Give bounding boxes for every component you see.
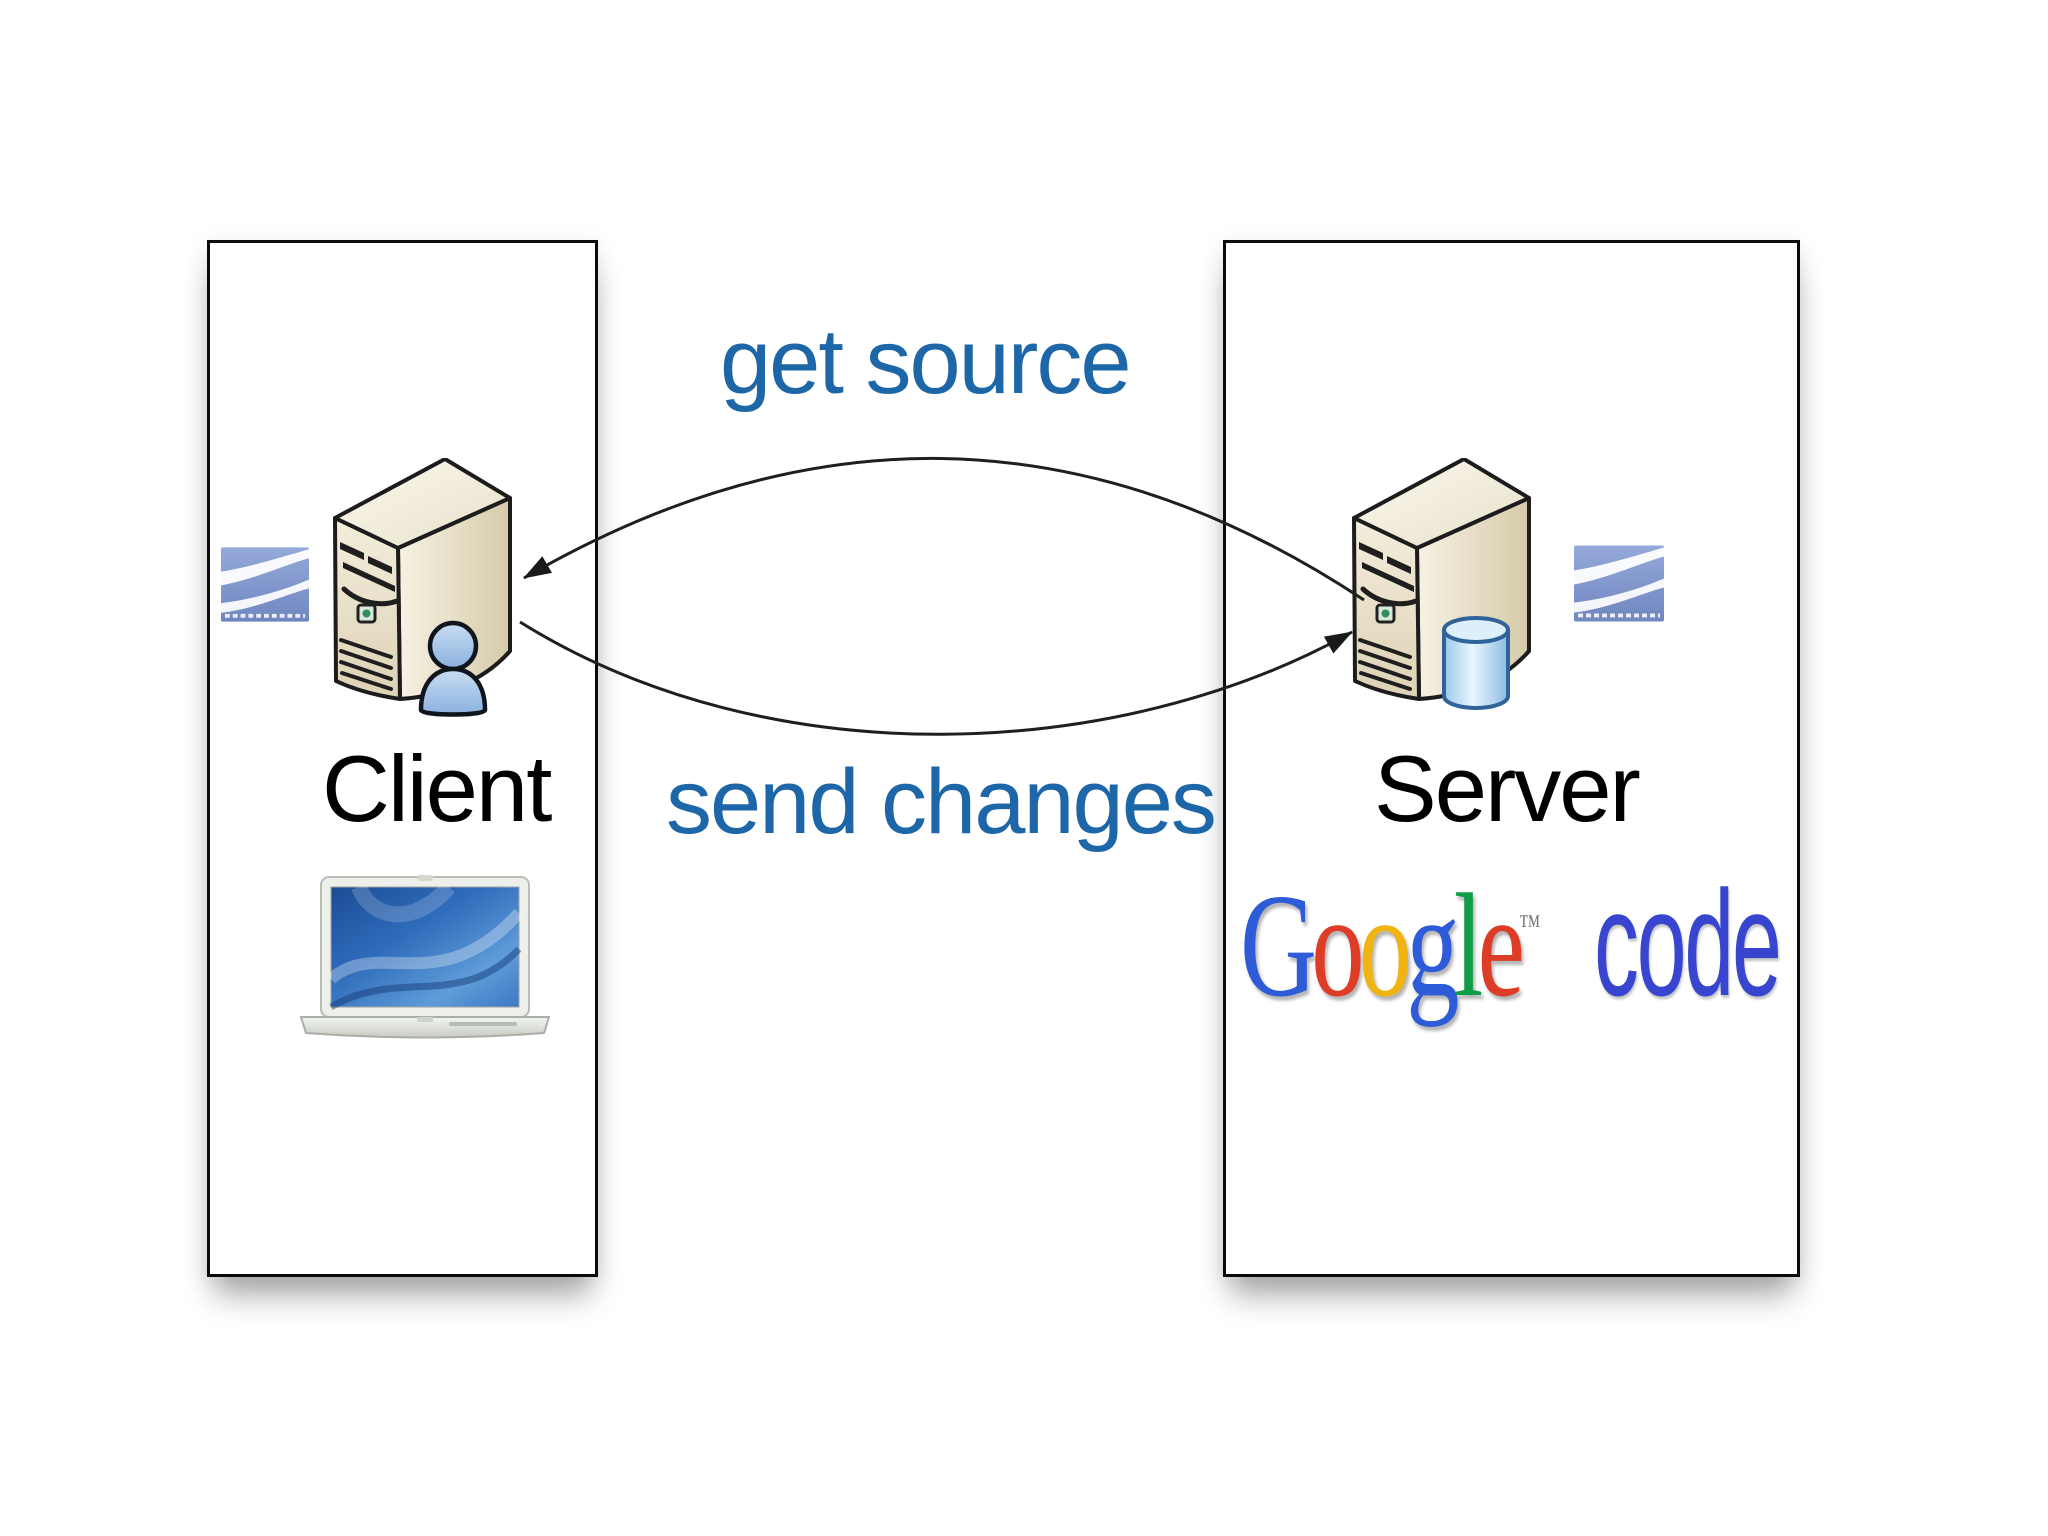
get-source-label: get source [720, 311, 1132, 413]
google-letter: l [1453, 864, 1484, 1028]
subversion-logo-icon [1574, 545, 1664, 622]
google-code-product-label: code [1594, 859, 1782, 1027]
google-letter: G [1240, 864, 1317, 1028]
server-panel [1223, 240, 1800, 1277]
server-tower-icon [1352, 458, 1531, 710]
user-icon [418, 620, 488, 717]
google-letter: o [1311, 864, 1364, 1028]
tower-front-details [340, 542, 395, 592]
tower-front-details [1359, 542, 1414, 592]
google-letter: e [1477, 864, 1525, 1028]
client-label: Client [322, 736, 552, 841]
trademark-symbol: ™ [1519, 909, 1541, 942]
database-icon [1442, 616, 1510, 710]
send-changes-label: send changes [666, 751, 1217, 853]
google-letter: g [1406, 864, 1459, 1028]
server-label: Server [1374, 736, 1641, 841]
server-tower-icon [333, 458, 512, 717]
client-panel [207, 240, 598, 1277]
google-logo: Google™ [1240, 872, 1540, 1020]
google-letter: o [1358, 864, 1412, 1028]
laptop-icon [299, 875, 551, 1039]
subversion-logo-icon [221, 547, 309, 622]
